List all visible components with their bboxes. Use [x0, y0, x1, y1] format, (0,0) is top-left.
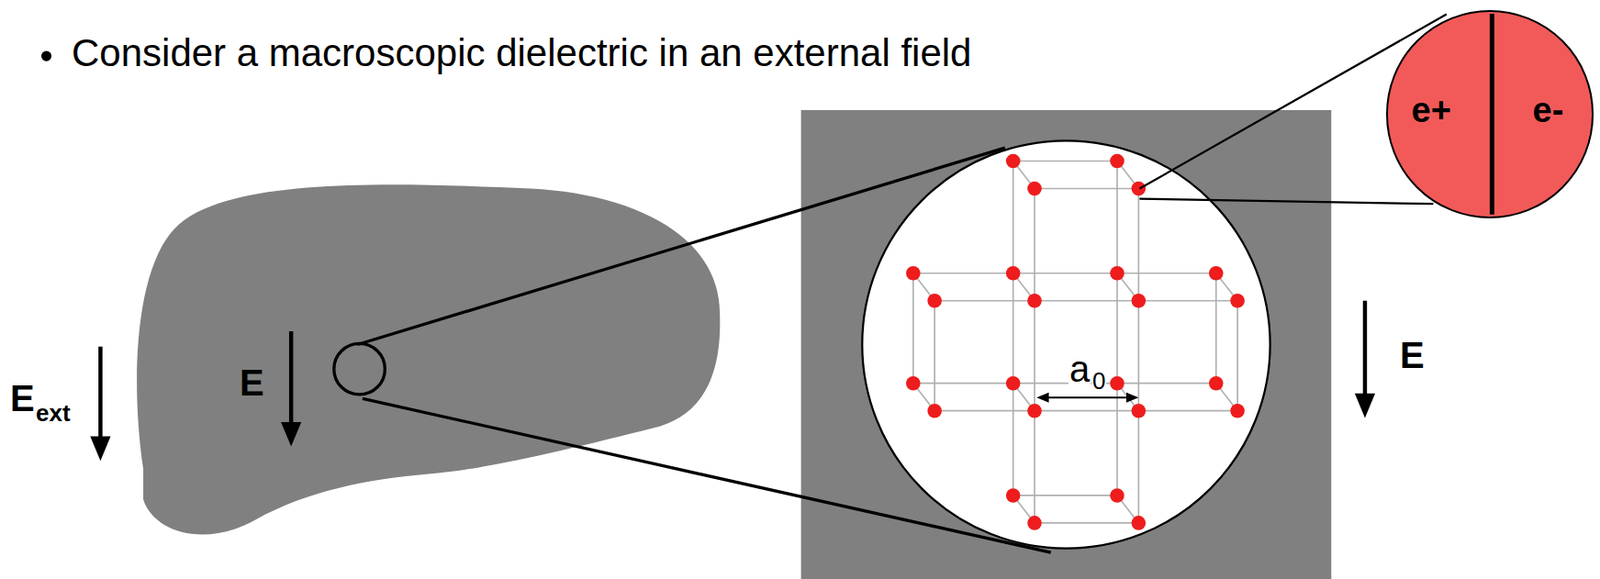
lattice-atom: [1027, 515, 1042, 531]
lattice-bond: [1013, 494, 1118, 497]
lattice-atom: [906, 266, 921, 281]
arrowhead: [89, 436, 111, 461]
lattice-bond: [1116, 383, 1119, 496]
field-label: E: [10, 380, 35, 417]
arrowhead: [1126, 392, 1139, 403]
field-label: E: [239, 364, 265, 402]
lattice-bond: [1012, 161, 1015, 274]
lattice-bond: [1138, 300, 1238, 303]
lattice-bond: [1138, 410, 1238, 413]
lattice-bond: [1034, 410, 1139, 413]
lattice-atom: [1208, 266, 1224, 281]
lattice-atom: [1230, 403, 1245, 419]
lattice-atom: [1027, 293, 1042, 309]
lattice-atom: [906, 376, 921, 392]
particle-circle: e+ e-: [1386, 10, 1595, 219]
arrowhead: [1354, 393, 1376, 419]
charge-label: e-: [1532, 92, 1565, 128]
field-arrow: [1363, 301, 1367, 399]
lattice-atom: [927, 403, 942, 419]
lattice-bond: [933, 301, 936, 412]
lattice-bond: [1137, 189, 1140, 302]
bullet-text: Consider a macroscopic dielectric in an …: [71, 33, 972, 73]
lattice: [906, 154, 1245, 531]
lattice-bond: [934, 300, 1035, 303]
zoom-circle: [861, 140, 1270, 549]
lattice-atom: [1027, 181, 1042, 197]
lattice-bond: [1137, 301, 1140, 412]
lattice-atom: [1131, 515, 1147, 531]
lattice-bond: [1116, 161, 1119, 274]
lattice-atom: [1109, 376, 1125, 392]
lattice-bond: [1012, 383, 1015, 496]
lattice-bond: [1033, 301, 1036, 412]
field-subscript: ext: [35, 401, 71, 426]
field-arrow: [98, 346, 102, 441]
lattice-bond: [1236, 301, 1239, 412]
lattice-atom: [1131, 181, 1147, 197]
lattice-atom: [1109, 266, 1125, 281]
divider-line: [1488, 13, 1494, 215]
lattice-atom: [1208, 376, 1224, 392]
lattice-atom: [927, 293, 942, 309]
arrowhead: [280, 422, 302, 448]
field-label: E: [1399, 336, 1425, 374]
sample-region: [334, 343, 386, 395]
lattice-atom: [1027, 403, 1042, 419]
leader-line: [1139, 199, 1433, 205]
lattice-atom: [1006, 376, 1021, 392]
zoom-line: [357, 147, 1005, 345]
zoom-background: [801, 110, 1332, 579]
lattice-atom: [1109, 154, 1125, 169]
lattice-bond: [1137, 411, 1140, 524]
lattice-bond: [1034, 522, 1139, 525]
dimension-subscript: 0: [1091, 369, 1107, 393]
lattice-bond: [1117, 382, 1217, 385]
dimension-label: a: [1068, 350, 1091, 388]
dimension-line: [1044, 396, 1131, 399]
lattice-atom: [1230, 293, 1245, 309]
lattice-atom: [1131, 293, 1147, 309]
lattice-atom: [1006, 266, 1021, 281]
charge-label: e+: [1411, 92, 1452, 128]
lattice-atom: [1006, 488, 1021, 504]
lattice-bond: [1034, 188, 1139, 191]
bullet: [41, 51, 52, 62]
lattice-bond: [1033, 411, 1036, 524]
lattice-bond: [934, 410, 1035, 413]
lattice-bond: [1117, 272, 1217, 275]
lattice-bond: [1034, 300, 1139, 303]
lattice-bond: [1012, 273, 1015, 384]
lattice-bond: [913, 382, 1014, 385]
lattice-bond: [1013, 272, 1118, 275]
lattice-bond: [913, 272, 1014, 275]
field-arrow: [289, 331, 293, 426]
lattice-bond: [1215, 273, 1218, 384]
lattice-atom: [1006, 154, 1021, 169]
dielectric-body: [136, 184, 720, 535]
zoom-line: [362, 398, 1052, 553]
lattice-bond: [1033, 189, 1036, 302]
arrowhead: [1036, 392, 1049, 403]
lattice-atom: [1131, 403, 1147, 419]
lattice-bond: [912, 273, 915, 384]
lattice-bond: [1116, 273, 1119, 384]
lattice-bond: [1013, 160, 1118, 163]
lattice-atom: [1109, 488, 1125, 504]
